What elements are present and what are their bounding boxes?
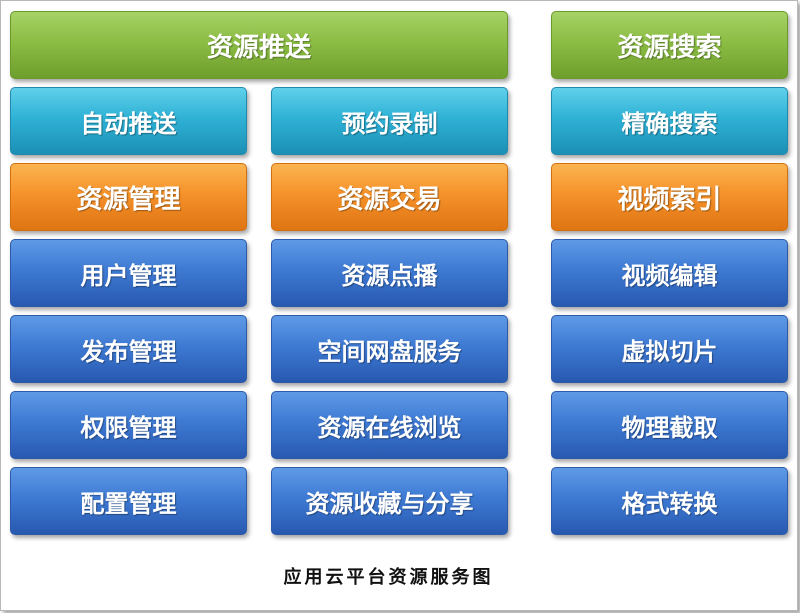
item-physical-capture: 物理截取 bbox=[551, 391, 788, 459]
category-resource-management: 资源管理 bbox=[10, 163, 247, 231]
item-video-editing: 视频编辑 bbox=[551, 239, 788, 307]
item-permission-management: 权限管理 bbox=[10, 391, 247, 459]
item-config-management: 配置管理 bbox=[10, 467, 247, 535]
item-online-browsing: 资源在线浏览 bbox=[271, 391, 508, 459]
category-resource-trading: 资源交易 bbox=[271, 163, 508, 231]
header-resource-search: 资源搜索 bbox=[551, 11, 788, 79]
push-mode-auto: 自动推送 bbox=[10, 87, 247, 155]
item-format-conversion: 格式转换 bbox=[551, 467, 788, 535]
item-cloud-disk-service: 空间网盘服务 bbox=[271, 315, 508, 383]
item-virtual-slicing: 虚拟切片 bbox=[551, 315, 788, 383]
category-video-index: 视频索引 bbox=[551, 163, 788, 231]
item-favorite-and-share: 资源收藏与分享 bbox=[271, 467, 508, 535]
search-mode-exact: 精确搜索 bbox=[551, 87, 788, 155]
item-publish-management: 发布管理 bbox=[10, 315, 247, 383]
header-resource-push: 资源推送 bbox=[10, 11, 508, 79]
push-mode-scheduled: 预约录制 bbox=[271, 87, 508, 155]
diagram-caption: 应用云平台资源服务图 bbox=[283, 567, 494, 588]
item-user-management: 用户管理 bbox=[10, 239, 247, 307]
item-resource-on-demand: 资源点播 bbox=[271, 239, 508, 307]
